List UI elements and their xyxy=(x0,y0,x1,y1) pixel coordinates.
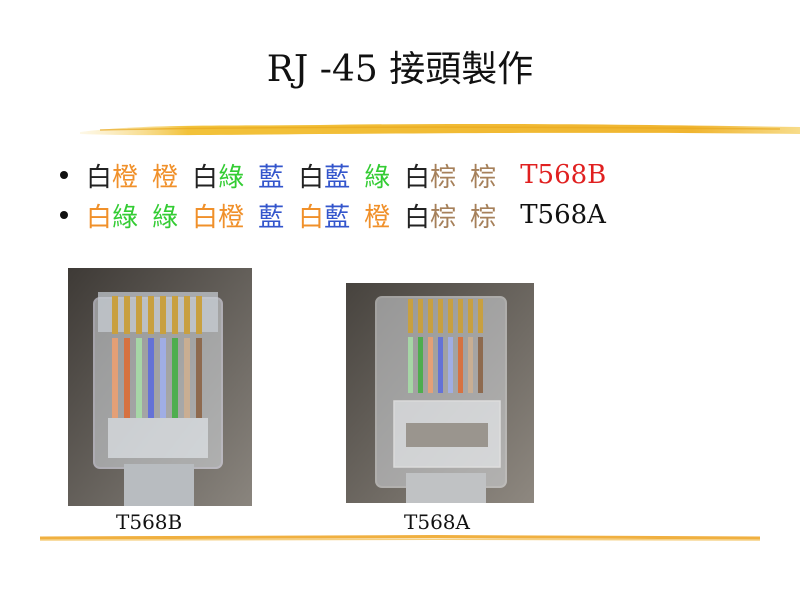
decorative-bottom-line xyxy=(40,535,760,541)
color-char: 綠 xyxy=(364,162,391,193)
bullet-dot xyxy=(60,211,68,219)
color-char: 橙 xyxy=(152,162,179,193)
decorative-brush-stroke xyxy=(80,123,800,136)
color-char: 綠 xyxy=(152,202,179,233)
slide-title: RJ -45 接頭製作 xyxy=(266,49,534,90)
color-char: 綠 xyxy=(218,162,245,193)
color-word: 棕 xyxy=(470,163,496,193)
photo-caption-t568a: T568A xyxy=(404,510,470,534)
color-char: 棕 xyxy=(430,162,457,193)
bullet-t568a: 白綠綠白橙藍白藍橙白棕棕 T568A xyxy=(60,195,800,235)
color-word: 橙 xyxy=(364,203,390,233)
color-word: 白綠 xyxy=(192,163,244,193)
bullet-dot xyxy=(60,171,68,179)
color-char: 棕 xyxy=(470,202,497,233)
color-char: 白 xyxy=(192,162,219,193)
color-word: 綠 xyxy=(152,203,178,233)
color-word: 棕 xyxy=(470,203,496,233)
rj45-connector-illustration xyxy=(346,283,534,503)
color-char: 藍 xyxy=(258,202,285,233)
color-word: 白橙 xyxy=(86,163,138,193)
color-word: 藍 xyxy=(258,203,284,233)
color-word: 白綠 xyxy=(86,203,138,233)
color-char: 藍 xyxy=(324,202,351,233)
color-char: 橙 xyxy=(218,202,245,233)
photo-caption-t568b: T568B xyxy=(116,510,183,534)
color-char: 綠 xyxy=(112,202,139,233)
rj45-connector-illustration xyxy=(68,268,252,506)
color-char: 白 xyxy=(86,202,113,233)
bullet-t568b: 白橙橙白綠藍白藍綠白棕棕 T568B xyxy=(60,155,800,195)
color-char: 棕 xyxy=(430,202,457,233)
color-char: 白 xyxy=(86,162,113,193)
color-char: 棕 xyxy=(470,162,497,193)
color-word: 白藍 xyxy=(298,163,350,193)
color-word: 白棕 xyxy=(404,203,456,233)
color-char: 藍 xyxy=(258,162,285,193)
color-word: 橙 xyxy=(152,163,178,193)
color-word: 白棕 xyxy=(404,163,456,193)
color-char: 白 xyxy=(404,162,431,193)
bullet-list: 白橙橙白綠藍白藍綠白棕棕 T568B 白綠綠白橙藍白藍橙白棕棕 T568A xyxy=(60,155,800,235)
color-sequence: 白綠綠白橙藍白藍橙白棕棕 xyxy=(86,197,510,234)
standard-code: T568B xyxy=(520,160,607,190)
color-char: 白 xyxy=(404,202,431,233)
color-sequence: 白橙橙白綠藍白藍綠白棕棕 xyxy=(86,157,510,194)
color-char: 橙 xyxy=(112,162,139,193)
color-char: 橙 xyxy=(364,202,391,233)
color-char: 白 xyxy=(192,202,219,233)
color-char: 白 xyxy=(298,202,325,233)
standard-code: T568A xyxy=(520,200,606,230)
color-word: 白橙 xyxy=(192,203,244,233)
rj45-photo-t568a xyxy=(346,283,534,503)
color-char: 白 xyxy=(298,162,325,193)
color-word: 白藍 xyxy=(298,203,350,233)
color-char: 藍 xyxy=(324,162,351,193)
color-word: 藍 xyxy=(258,163,284,193)
rj45-photo-t568b xyxy=(68,268,252,506)
color-word: 綠 xyxy=(364,163,390,193)
